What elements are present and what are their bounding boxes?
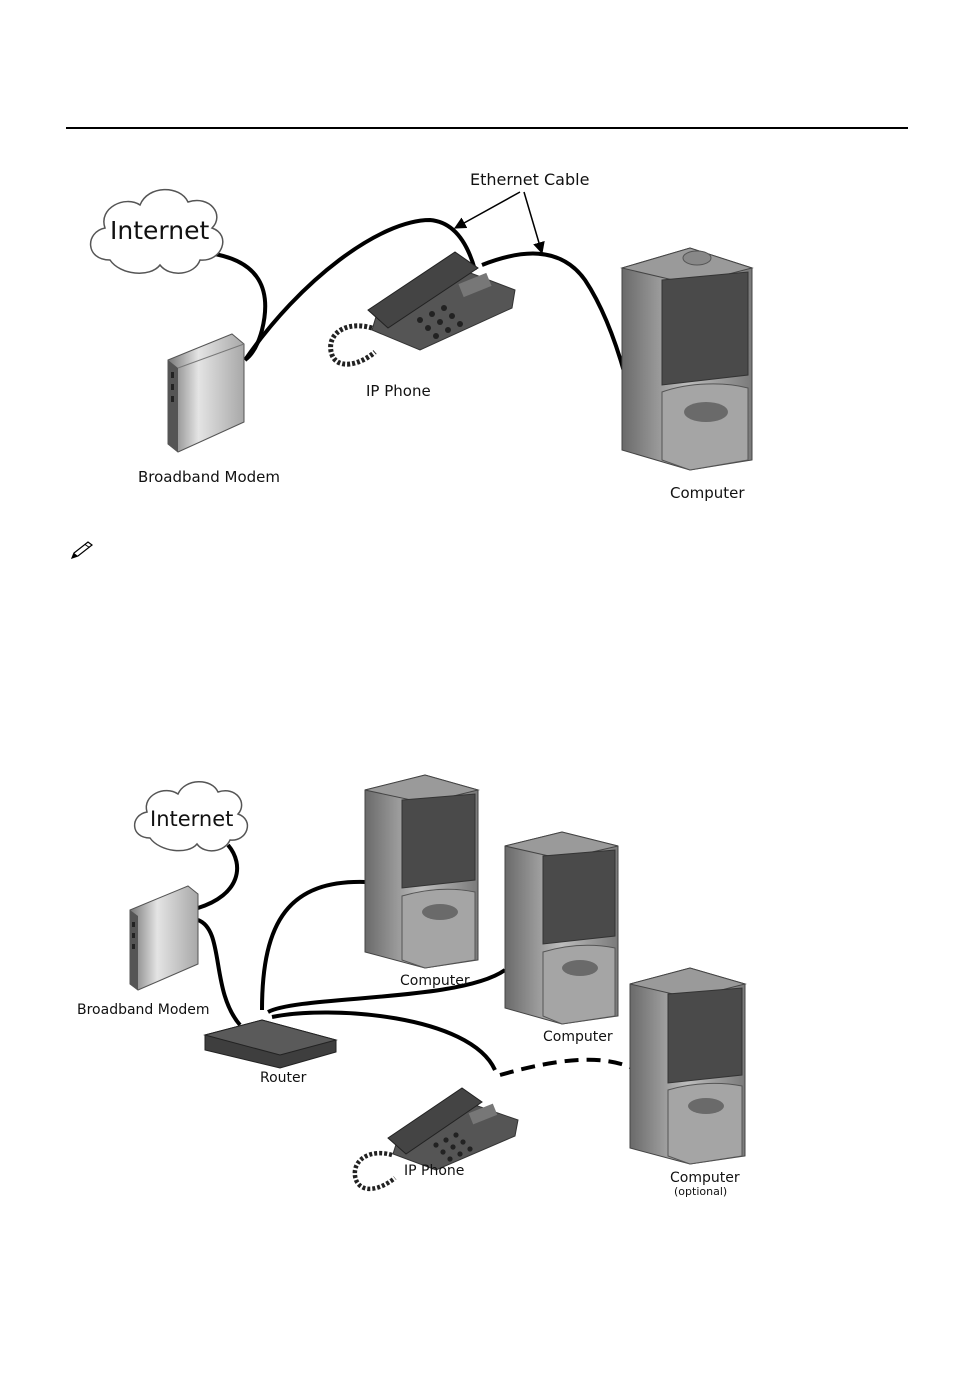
cable-phone-computer: [481, 251, 627, 376]
header-rule: [66, 127, 908, 129]
cable-modem-router: [197, 918, 242, 1027]
internet-cloud-icon: Internet: [133, 781, 249, 852]
computer-3-label: Computer: [670, 1170, 740, 1186]
ip-phone-icon: [328, 251, 516, 367]
ethernet-arrow-right: [523, 191, 545, 255]
cable-phone-computer-optional: [499, 1057, 631, 1077]
cable-router-computer-2: [267, 968, 507, 1014]
internet-label: Internet: [150, 807, 233, 831]
cable-router-phone: [271, 1010, 497, 1071]
broadband-modem-icon: [129, 885, 199, 991]
single-device-diagram: Ethernet Cable Internet Broadband Modem …: [89, 170, 754, 502]
ip-phone-icon: [352, 1087, 519, 1191]
cable-router-computer-1: [260, 879, 366, 1011]
computer-tower-icon: [620, 247, 754, 471]
computer-label: Computer: [670, 484, 745, 502]
ip-phone-label: IP Phone: [404, 1163, 464, 1179]
internet-label: Internet: [110, 216, 209, 245]
router-network-diagram: Internet Broadband Modem Router Computer…: [77, 774, 747, 1198]
broadband-modem-label: Broadband Modem: [138, 468, 280, 486]
computer-tower-icon: [364, 774, 480, 969]
internet-cloud-icon: Internet: [89, 188, 224, 274]
computer-tower-icon: [629, 967, 747, 1165]
computer-3-optional-label: (optional): [674, 1185, 727, 1198]
router-icon: [203, 1019, 338, 1069]
pencil-icon: [70, 541, 93, 559]
router-label: Router: [260, 1070, 307, 1086]
computer-tower-icon: [504, 831, 619, 1025]
computer-1-label: Computer: [400, 973, 470, 989]
broadband-modem-label: Broadband Modem: [77, 1002, 210, 1018]
ethernet-arrow-left: [453, 191, 521, 229]
ethernet-cable-label: Ethernet Cable: [470, 170, 589, 189]
broadband-modem-icon: [167, 333, 245, 453]
cable-internet-modem: [197, 843, 240, 910]
computer-2-label: Computer: [543, 1029, 613, 1045]
cable-modem-phone: [243, 217, 477, 362]
ip-phone-label: IP Phone: [366, 382, 431, 400]
